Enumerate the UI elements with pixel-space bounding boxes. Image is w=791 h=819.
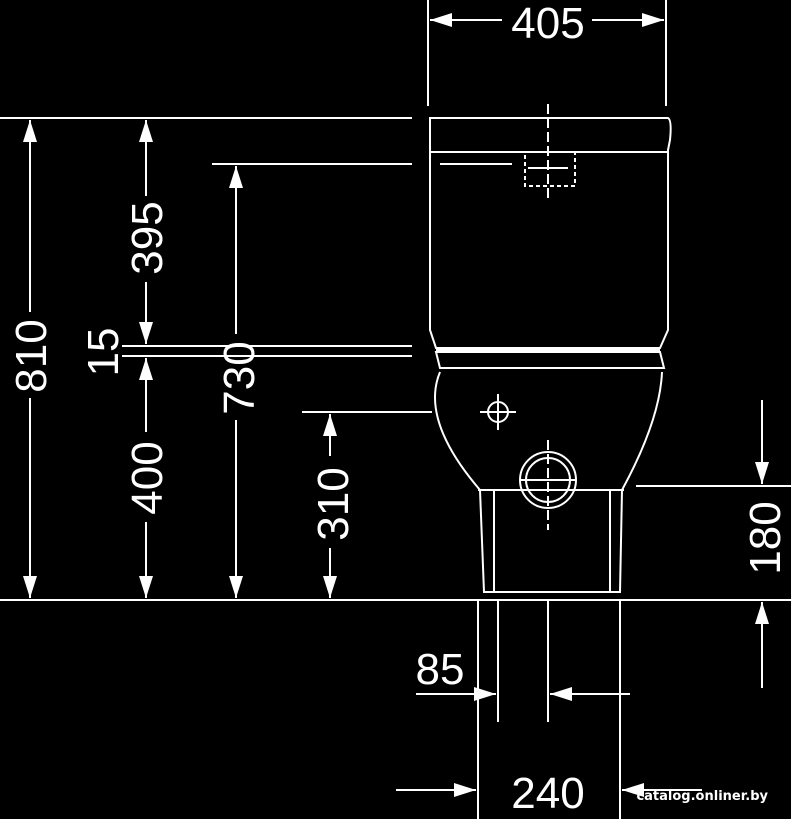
dim-label-730: 730 [215, 341, 264, 414]
dim-label-85: 85 [416, 645, 465, 694]
arrow-400-bottom [139, 576, 153, 598]
arrow-310-top [323, 414, 337, 436]
dim-label-405: 405 [511, 0, 584, 48]
dim-label-15: 15 [79, 328, 128, 377]
arrow-405-right [642, 13, 664, 27]
arrow-730-bottom [229, 576, 243, 598]
arrow-85-right [550, 687, 572, 701]
bowl-outline [434, 371, 663, 593]
arrow-395-bottom [139, 322, 153, 344]
cistern-outline [429, 117, 672, 349]
dim-label-310: 310 [309, 467, 358, 540]
arrow-240-right [622, 783, 644, 797]
arrow-730-top [229, 166, 243, 188]
arrow-405-left [430, 13, 452, 27]
dim-label-400: 400 [123, 441, 172, 514]
arrow-240-left [454, 783, 476, 797]
arrow-395-top [139, 120, 153, 142]
dim-label-240: 240 [511, 769, 584, 818]
arrow-310-bottom [323, 576, 337, 598]
dim-label-810: 810 [7, 319, 56, 392]
arrow-180-top [755, 462, 769, 484]
arrow-180-bottom [755, 602, 769, 624]
arrow-810-top [23, 120, 37, 142]
arrow-400-top [139, 358, 153, 380]
dim-label-395: 395 [123, 201, 172, 274]
inlet-valve-box [524, 151, 576, 187]
arrow-810-bottom [23, 576, 37, 598]
arrowheads [23, 13, 769, 797]
seal-gasket [434, 351, 666, 369]
dim-label-180: 180 [741, 501, 790, 574]
arrow-85-left [474, 687, 496, 701]
watermark-text: catalog.onliner.by [636, 789, 768, 804]
